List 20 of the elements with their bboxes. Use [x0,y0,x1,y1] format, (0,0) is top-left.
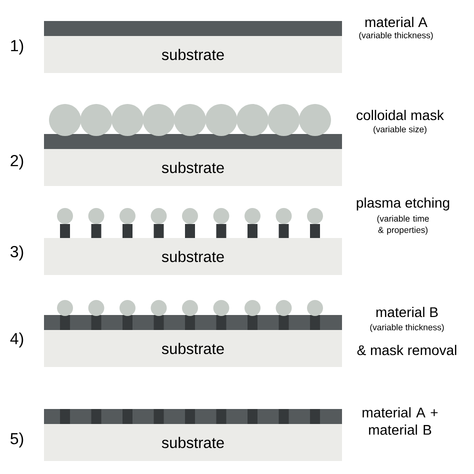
substrate-layer: substrate [44,424,342,461]
step-number: 2) [10,154,24,170]
annotation-note: (variable time & properties) [377,215,429,235]
substrate-layer: substrate [44,36,342,73]
substrate-layer: substrate [44,149,342,186]
substrate-layer: substrate [44,238,342,275]
annotation-note: (variable size) [374,126,426,134]
step-number: 5) [10,432,24,448]
layer-label: & mask removal [357,344,456,356]
annotation-note: (variable thickness) [370,324,444,332]
layer-label: material A [365,16,428,28]
layer-label: plasma etching [356,197,450,211]
annotation-note: (variable thickness) [359,32,433,40]
step-number: 1) [11,40,24,54]
step-number: 3) [10,246,24,260]
step-number: 4) [10,332,24,348]
substrate-layer: substrate [44,330,342,367]
layer-label: colloidal mask [356,110,444,120]
layer-label: material A + material B [362,407,438,435]
layer-label: material B [376,306,438,318]
